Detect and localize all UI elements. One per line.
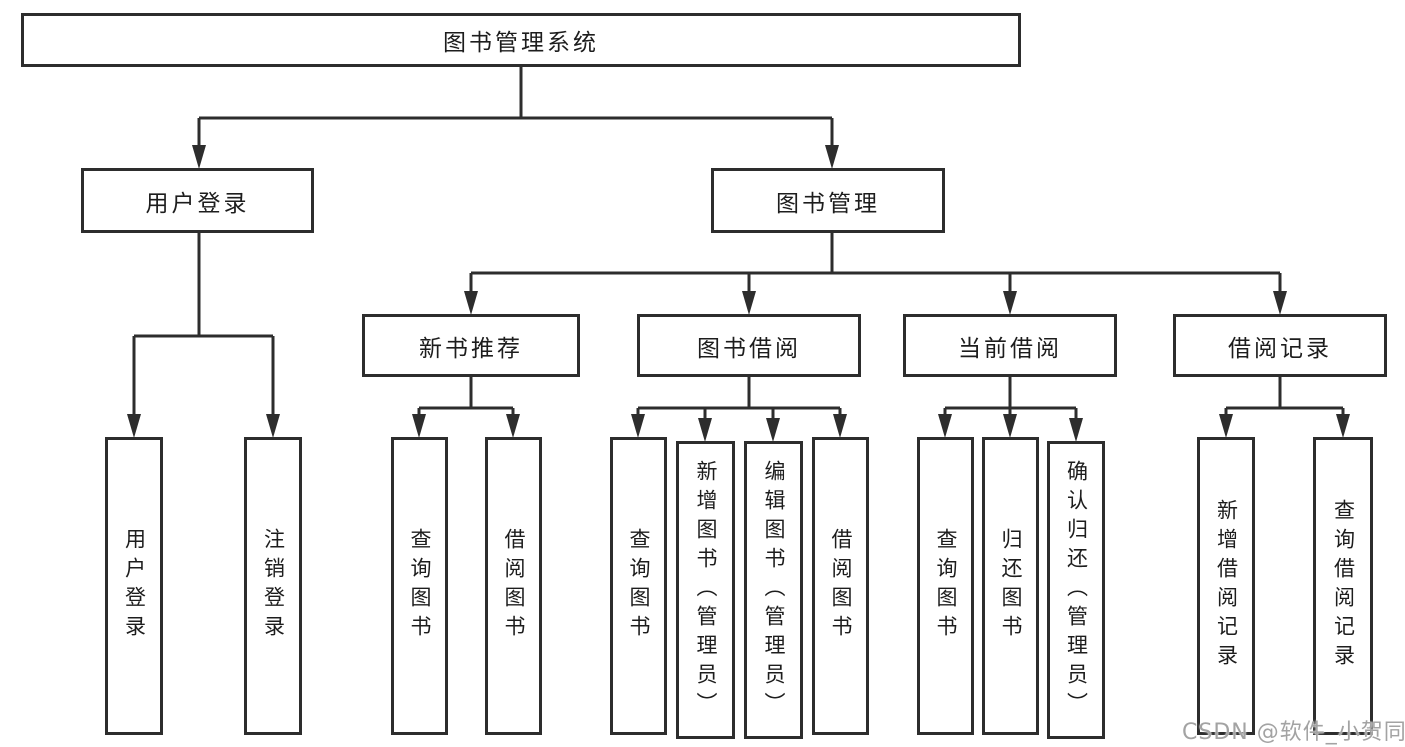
leaf-confirm-return-admin: 确认归还（管理员） bbox=[1047, 441, 1105, 739]
node-borrowing-records: 借阅记录 bbox=[1173, 314, 1387, 377]
node-book-management: 图书管理 bbox=[711, 168, 945, 233]
leaf-query-books-recommend: 查询图书 bbox=[391, 437, 448, 735]
leaf-edit-books-admin: 编辑图书（管理员） bbox=[744, 441, 803, 739]
leaf-add-books-admin: 新增图书（管理员） bbox=[676, 441, 735, 739]
leaf-return-books: 归还图书 bbox=[982, 437, 1039, 735]
leaf-borrow-books-recommend: 借阅图书 bbox=[485, 437, 542, 735]
leaf-logout: 注销登录 bbox=[244, 437, 302, 735]
leaf-borrow-books-borrowing: 借阅图书 bbox=[812, 437, 869, 735]
csdn-watermark: CSDN @软件_小贺同学 bbox=[1182, 720, 1405, 745]
leaf-add-borrow-record: 新增借阅记录 bbox=[1197, 437, 1255, 735]
leaf-query-books-borrowing: 查询图书 bbox=[610, 437, 667, 735]
node-book-management-system: 图书管理系统 bbox=[21, 13, 1021, 67]
node-current-borrowing: 当前借阅 bbox=[903, 314, 1117, 377]
leaf-query-books-current: 查询图书 bbox=[917, 437, 974, 735]
node-new-book-recommend: 新书推荐 bbox=[362, 314, 580, 377]
leaf-query-borrow-record: 查询借阅记录 bbox=[1313, 437, 1373, 735]
leaf-user-login: 用户登录 bbox=[105, 437, 163, 735]
node-user-login: 用户登录 bbox=[81, 168, 314, 233]
node-book-borrowing: 图书借阅 bbox=[637, 314, 861, 377]
